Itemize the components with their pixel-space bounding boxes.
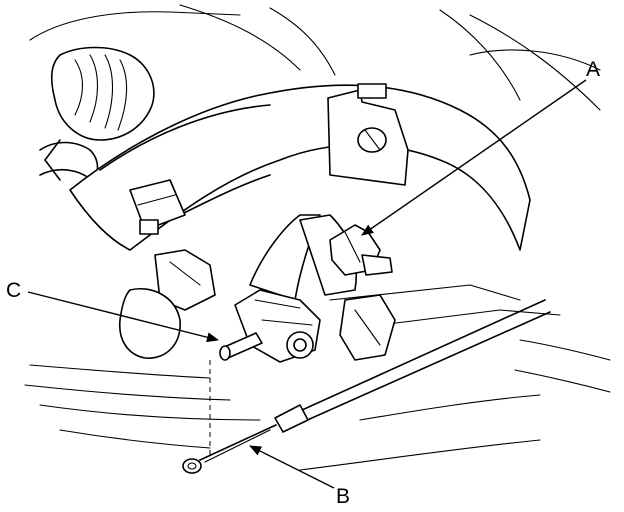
leader-c — [27, 291, 219, 343]
callout-label-a: A — [586, 58, 600, 81]
callout-label-b: B — [336, 485, 350, 508]
callout-label-c: C — [6, 279, 21, 302]
throttle-assembly — [219, 214, 393, 363]
leader-a — [361, 79, 587, 236]
mounting-bracket — [327, 83, 409, 186]
support-clamps — [119, 249, 396, 361]
leader-b — [249, 445, 335, 489]
callout-leaders — [27, 79, 587, 489]
hose-clamp-left — [129, 179, 186, 235]
throttle-cable — [182, 299, 551, 474]
